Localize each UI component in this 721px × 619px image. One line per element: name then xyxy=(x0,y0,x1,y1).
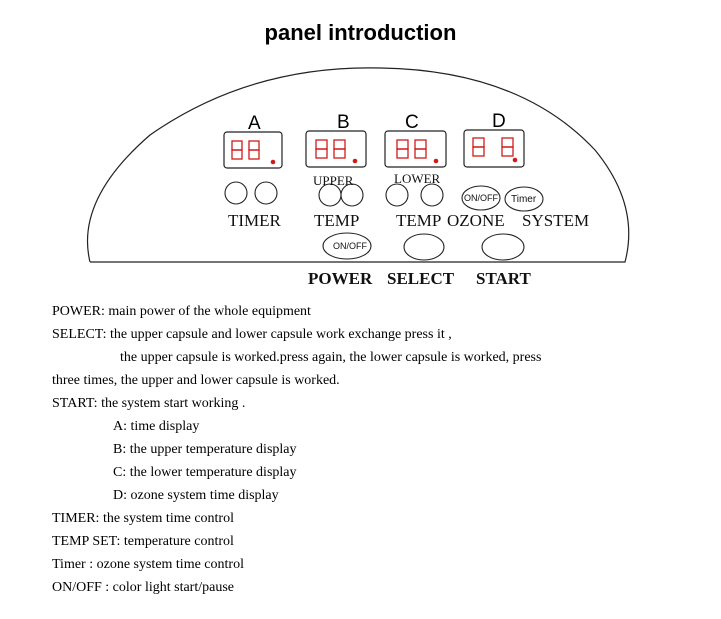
display-d xyxy=(463,129,525,168)
display-c-letter: C xyxy=(405,112,419,133)
ozone-label: OZONE xyxy=(447,211,505,230)
desc-line-ozone-timer: Timer : ozone system time control xyxy=(52,557,244,572)
upper-label: UPPER xyxy=(313,173,354,188)
timer-button-1[interactable] xyxy=(224,181,248,205)
desc-line-onoff: ON/OFF : color light start/pause xyxy=(52,580,234,595)
power-label: POWER xyxy=(308,269,373,288)
control-panel xyxy=(86,67,630,263)
power-onoff-text: ON/OFF xyxy=(333,241,367,251)
desc-line-c: C: the lower temperature display xyxy=(113,465,297,480)
power-button[interactable] xyxy=(322,232,372,260)
display-d-letter: D xyxy=(492,111,506,132)
display-a-letter: A xyxy=(248,113,261,134)
start-label: START xyxy=(476,269,531,288)
temp-lower-label: TEMP xyxy=(396,211,442,230)
panel-outline xyxy=(86,67,630,263)
lower-temp-button-1[interactable] xyxy=(385,183,409,207)
ozone-onoff-button[interactable] xyxy=(461,185,501,211)
select-button[interactable] xyxy=(403,233,445,261)
start-button[interactable] xyxy=(481,233,525,261)
upper-temp-button-2[interactable] xyxy=(340,183,364,207)
display-a xyxy=(223,131,283,169)
desc-line-power: POWER: main power of the whole equipment xyxy=(52,304,311,319)
page-title: panel introduction xyxy=(264,20,457,45)
desc-line-select: SELECT: the upper capsule and lower caps… xyxy=(52,327,452,342)
desc-line-b: B: the upper temperature display xyxy=(113,442,297,457)
system-label: SYSTEM xyxy=(522,211,590,230)
desc-line-timer: TIMER: the system time control xyxy=(52,511,234,526)
desc-line-d: D: ozone system time display xyxy=(113,488,279,503)
ozone-timer-text: Timer xyxy=(511,194,537,205)
lower-label: LOWER xyxy=(394,171,441,186)
desc-line-select-3: three times, the upper and lower capsule… xyxy=(52,373,340,388)
ozone-timer-button[interactable] xyxy=(504,186,544,212)
lower-temp-button-2[interactable] xyxy=(420,183,444,207)
ozone-onoff-text: ON/OFF xyxy=(464,193,498,203)
desc-line-start: START: the system start working . xyxy=(52,396,246,411)
timer-label: TIMER xyxy=(228,211,281,230)
select-label: SELECT xyxy=(387,269,455,288)
timer-button-2[interactable] xyxy=(254,181,278,205)
display-b-letter: B xyxy=(337,112,350,133)
desc-line-temp-set: TEMP SET: temperature control xyxy=(52,534,234,549)
desc-line-a: A: time display xyxy=(113,419,200,434)
desc-line-select-2: the upper capsule is worked.press again,… xyxy=(120,350,542,365)
temp-upper-label: TEMP xyxy=(314,211,360,230)
display-b xyxy=(305,130,367,168)
display-c xyxy=(384,130,447,168)
